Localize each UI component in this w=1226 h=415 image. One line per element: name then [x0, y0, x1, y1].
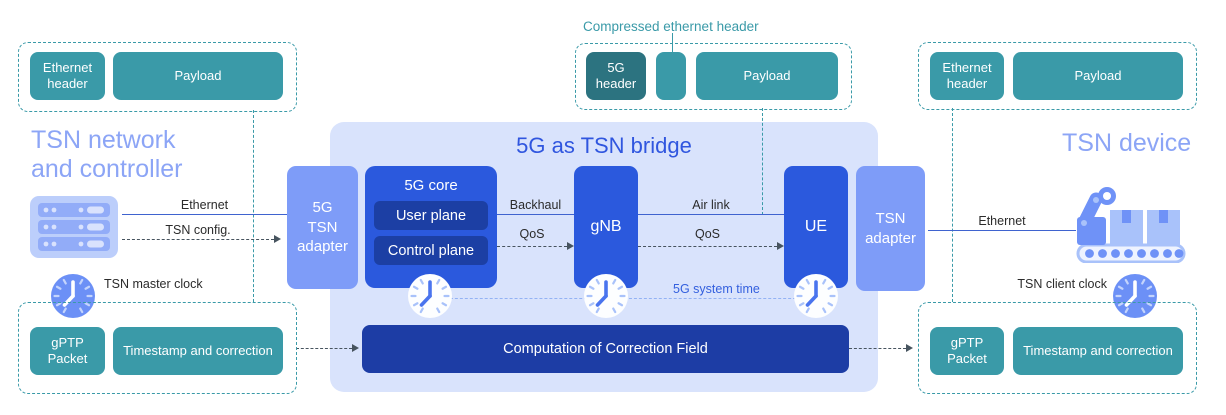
ethernet-right-line	[928, 230, 1076, 231]
guide-line-middle	[762, 108, 763, 215]
5g-core-clock-icon	[407, 273, 453, 324]
client-clock-icon	[1112, 273, 1158, 324]
backhaul-label: Backhaul	[509, 198, 562, 212]
ue-clock-icon	[793, 273, 839, 324]
robot-arm-conveyor-icon	[1076, 183, 1186, 268]
caption-connector-line	[672, 33, 673, 52]
client-clock-label: TSN client clock	[1017, 277, 1107, 291]
packet-frame-top-right	[918, 42, 1197, 110]
compressed-field-box	[656, 52, 686, 100]
tsn-adapter-node: TSN adapter	[856, 166, 925, 291]
user-plane-box: User plane	[374, 201, 488, 230]
5g-core-title: 5G core	[404, 177, 458, 194]
computation-to-gptp-arrow	[849, 344, 913, 352]
air-link-line	[638, 214, 784, 215]
ethernet-right-label: Ethernet	[978, 214, 1026, 228]
computation-bar: Computation of Correction Field	[362, 325, 849, 373]
guide-line-right	[952, 108, 953, 302]
packet-frame-bottom-left	[18, 302, 297, 394]
5g-tsn-adapter-node: 5G TSN adapter	[287, 166, 358, 289]
right-title: TSN device	[1062, 129, 1192, 157]
gptp-to-computation-arrow	[296, 344, 359, 352]
qos-core-gnb-label: QoS	[519, 227, 545, 241]
packet-frame-top-left	[18, 42, 297, 112]
payload-box: Payload	[696, 52, 838, 100]
guide-line-left	[253, 110, 254, 302]
qos-gnb-ue-arrow	[638, 242, 784, 250]
master-clock-icon	[50, 273, 96, 324]
5g-header-box: 5G header	[586, 52, 646, 100]
ethernet-left-line	[122, 214, 287, 215]
air-link-label: Air link	[692, 198, 730, 212]
timestamp-correction-box: Timestamp and correction	[113, 327, 283, 375]
packet-frame-top-middle	[575, 43, 852, 110]
packet-frame-bottom-right	[918, 302, 1197, 394]
bridge-title: 5G as TSN bridge	[516, 133, 692, 158]
control-plane-box: Control plane	[374, 236, 488, 265]
ue-node: UE	[784, 166, 848, 288]
gptp-packet-box: gPTP Packet	[30, 327, 105, 375]
payload-box: Payload	[1013, 52, 1183, 100]
gptp-packet-box: gPTP Packet	[930, 327, 1004, 375]
server-icon	[30, 196, 118, 263]
payload-box: Payload	[113, 52, 283, 100]
gnb-node: gNB	[574, 166, 638, 288]
left-title: TSN network and controller	[31, 126, 183, 183]
ethernet-header-box: Ethernet header	[930, 52, 1004, 100]
tsn-config-label: TSN config.	[165, 223, 231, 237]
backhaul-line	[497, 214, 574, 215]
tsn-config-arrow	[122, 235, 281, 243]
gnb-clock-icon	[583, 273, 629, 324]
ethernet-left-label: Ethernet	[180, 198, 229, 212]
qos-core-gnb-arrow	[497, 242, 574, 250]
timestamp-correction-box: Timestamp and correction	[1013, 327, 1183, 375]
qos-gnb-ue-label: QoS	[694, 227, 720, 241]
ethernet-header-box: Ethernet header	[30, 52, 105, 100]
master-clock-label: TSN master clock	[104, 277, 203, 291]
compressed-header-caption: Compressed ethernet header	[583, 19, 759, 34]
system-time-label: 5G system time	[673, 282, 760, 296]
